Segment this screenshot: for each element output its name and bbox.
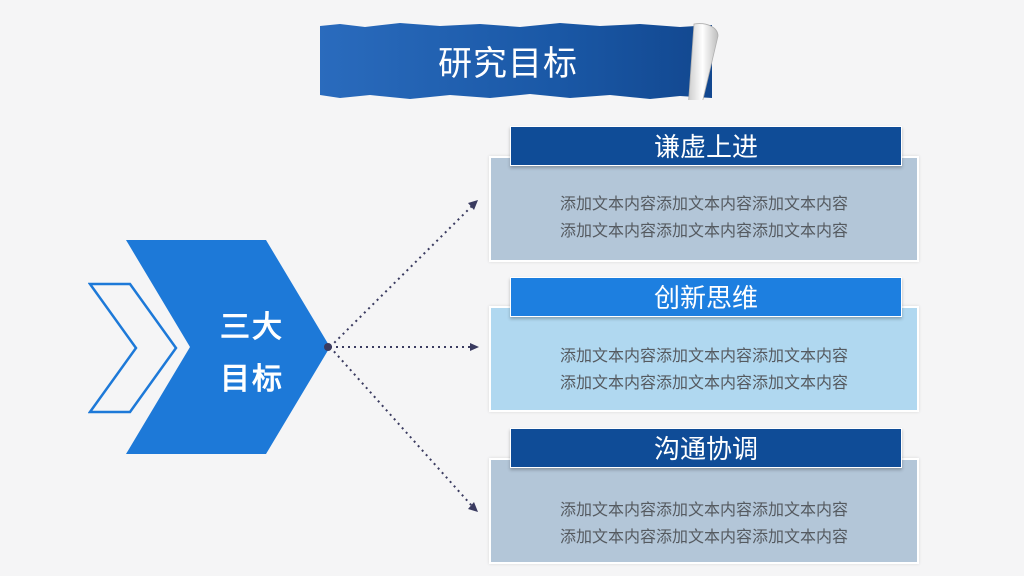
goal-card-2 [489, 306, 919, 412]
goal-card-3-heading: 沟通协调 [510, 428, 902, 468]
goal-card-1-line1: 添加文本内容添加文本内容添加文本内容 [559, 194, 848, 213]
goal-card-2-heading: 创新思维 [510, 277, 902, 317]
connector-top [329, 205, 473, 348]
goal-card-3 [489, 458, 919, 564]
goal-card-3-line1: 添加文本内容添加文本内容添加文本内容 [559, 500, 848, 519]
title-banner [320, 23, 719, 100]
goal-card-2-body: 添加文本内容添加文本内容添加文本内容 添加文本内容添加文本内容添加文本内容 [489, 342, 919, 396]
arrowhead-top [468, 200, 478, 210]
goal-card-2-line2: 添加文本内容添加文本内容添加文本内容 [559, 373, 848, 392]
goal-card-3-line2: 添加文本内容添加文本内容添加文本内容 [559, 527, 848, 546]
chevron-outline-icon [88, 282, 178, 414]
banner-shape [320, 23, 712, 99]
center-label-line2: 目标 [220, 362, 284, 397]
arrowhead-middle [470, 343, 479, 351]
arrowhead-bottom [468, 502, 478, 512]
connector-bottom [329, 346, 473, 507]
goal-card-3-body: 添加文本内容添加文本内容添加文本内容 添加文本内容添加文本内容添加文本内容 [489, 496, 919, 550]
center-label-line1: 三大 [220, 310, 284, 345]
paper-curl [688, 23, 719, 100]
page-title: 研究目标 [438, 44, 578, 84]
chevron-solid-arrow [126, 240, 330, 454]
center-label: 三大 目标 [212, 302, 292, 406]
goal-card-1-line2: 添加文本内容添加文本内容添加文本内容 [559, 221, 848, 240]
goal-card-1-body: 添加文本内容添加文本内容添加文本内容 添加文本内容添加文本内容添加文本内容 [489, 190, 919, 244]
goal-card-1-heading: 谦虚上进 [510, 126, 902, 166]
goal-card-2-line1: 添加文本内容添加文本内容添加文本内容 [559, 346, 848, 365]
connector-hub-dot [324, 343, 332, 351]
